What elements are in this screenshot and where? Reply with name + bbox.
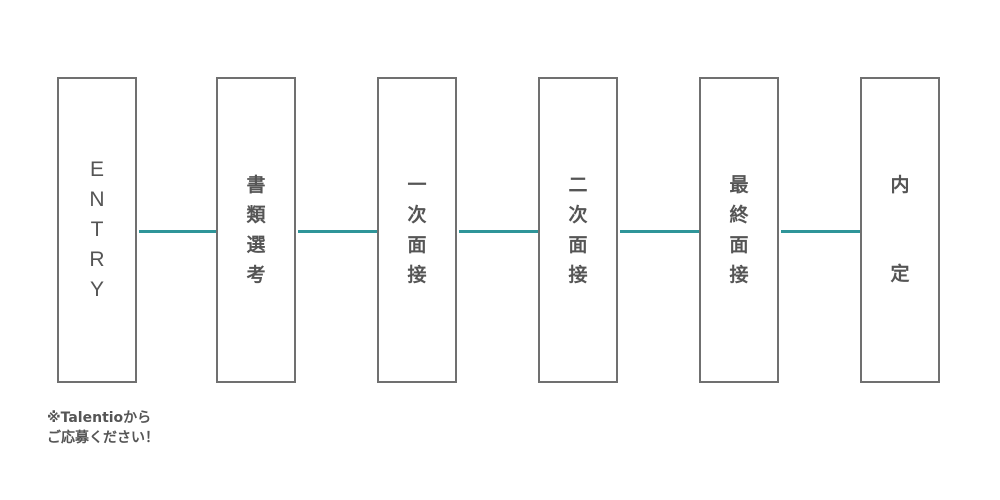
- note-line-1: ※Talentioから: [47, 410, 152, 426]
- application-note: ※Talentioから ご応募ください！: [47, 408, 159, 448]
- step-label-char: 面: [568, 234, 588, 256]
- step-label-char: 次: [407, 204, 427, 226]
- step-label-char: 接: [568, 264, 588, 286]
- step-label-char: 内: [890, 174, 910, 196]
- step-label-char: 面: [407, 234, 427, 256]
- step-label-char: 考: [246, 264, 266, 286]
- step-label-char: N: [89, 188, 105, 211]
- connector-2: [298, 230, 379, 233]
- step-label: 二次面接: [568, 170, 587, 290]
- step-offer: 内定: [860, 77, 940, 383]
- step-first-interview: 一次面接: [377, 77, 457, 383]
- step-label-char: 終: [729, 204, 749, 226]
- connector-1: [139, 230, 218, 233]
- note-line-2: ご応募ください！: [47, 430, 159, 446]
- step-label-char: 次: [568, 204, 588, 226]
- step-label-char: 最: [729, 174, 749, 196]
- step-label-char: 接: [729, 264, 749, 286]
- step-label-char: 面: [729, 234, 749, 256]
- step-label-char: 定: [890, 263, 910, 285]
- step-label-char: Y: [89, 278, 104, 301]
- step-label-char: E: [89, 158, 104, 181]
- step-label-char: 二: [568, 174, 588, 196]
- step-second-interview: 二次面接: [538, 77, 618, 383]
- connector-3: [459, 230, 540, 233]
- connector-4: [620, 230, 701, 233]
- step-label: 一次面接: [407, 170, 426, 290]
- step-final-interview: 最終面接: [699, 77, 779, 383]
- connector-5: [781, 230, 862, 233]
- step-label-char: 類: [246, 204, 266, 226]
- step-label-char: 接: [407, 264, 427, 286]
- step-label-char: R: [89, 248, 105, 271]
- step-label-char: 一: [407, 174, 427, 196]
- step-label-char: 選: [246, 234, 266, 256]
- step-label: 最終面接: [729, 170, 748, 290]
- step-label-char: 書: [246, 174, 266, 196]
- step-document-screening: 書類選考: [216, 77, 296, 383]
- step-label: 内定: [890, 141, 909, 319]
- step-label: 書類選考: [246, 170, 265, 290]
- step-label-char: T: [90, 218, 104, 241]
